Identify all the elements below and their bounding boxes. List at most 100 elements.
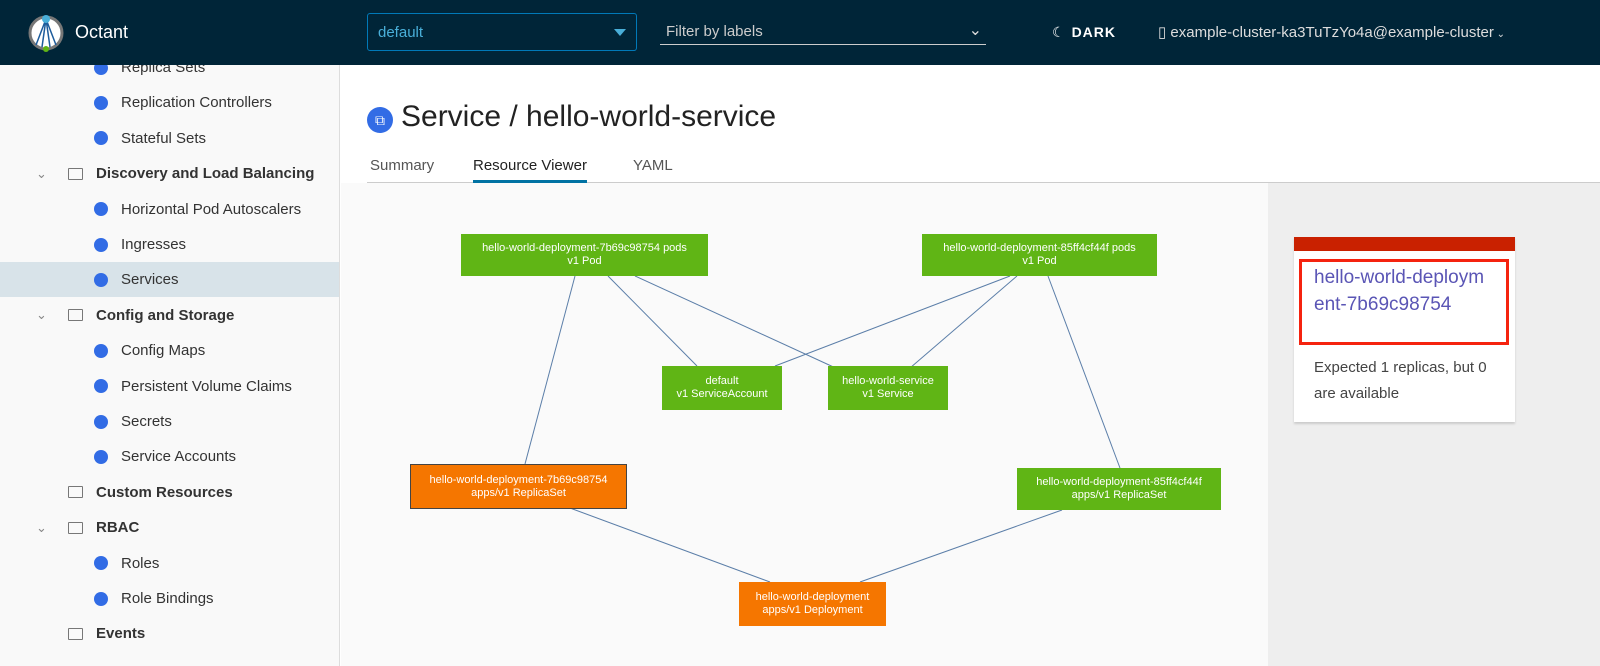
graph-edges — [524, 275, 1121, 583]
chevron-down-icon[interactable]: ⌄ — [36, 165, 47, 181]
edge — [634, 275, 841, 371]
sidebar-item-replication-controllers[interactable]: Replication Controllers — [0, 85, 339, 120]
node-name: hello-world-deployment-85ff4cf44f — [1036, 476, 1202, 488]
folder-icon — [68, 627, 83, 640]
k8s-resource-icon — [94, 449, 108, 464]
sidebar-item-label: Config and Storage — [96, 306, 235, 324]
sidebar-item-label: Stateful Sets — [121, 129, 207, 147]
detail-panel: hello-world-deployment-7b69c98754 Expect… — [1268, 183, 1600, 666]
caret-down-icon — [614, 29, 626, 36]
sidebar-item-label: Role Bindings — [121, 590, 214, 607]
sidebar-item-label: RBAC — [96, 519, 140, 537]
sidebar-item-stateful-sets[interactable]: Stateful Sets — [0, 121, 339, 156]
chevron-down-icon[interactable]: ⌄ — [36, 307, 47, 323]
edge — [607, 275, 698, 367]
detail-message: Expected 1 replicas, but 0 are available — [1314, 359, 1487, 402]
theme-toggle-button[interactable]: ☾ DARK — [1052, 24, 1116, 41]
k8s-resource-icon — [94, 65, 108, 75]
chevron-down-icon: ⌄ — [968, 22, 982, 39]
node-kind: apps/v1 ReplicaSet — [1071, 489, 1167, 501]
tab-yaml[interactable]: YAML — [633, 157, 673, 174]
sidebar-item-services[interactable]: Services — [0, 262, 339, 298]
k8s-resource-icon — [94, 131, 108, 146]
k8s-resource-icon — [94, 272, 108, 287]
node-name: hello-world-deployment-7b69c98754 pods — [482, 242, 687, 254]
node-kind: v1 Pod — [1022, 255, 1057, 267]
sidebar-item-label: Replica Sets — [121, 65, 206, 76]
k8s-resource-icon — [94, 556, 108, 571]
sidebar-item-discovery-and-load-balancing[interactable]: ⌄Discovery and Load Balancing — [0, 156, 339, 191]
sidebar-item-custom-resources[interactable]: Custom Resources — [0, 475, 339, 510]
namespace-value: default — [378, 24, 424, 41]
sidebar-item-role-bindings[interactable]: Role Bindings — [0, 581, 339, 616]
detail-card: hello-world-deployment-7b69c98754 Expect… — [1294, 237, 1515, 422]
sidebar-item-label: Horizontal Pod Autoscalers — [121, 200, 302, 218]
cluster-icon: ▯ — [1158, 24, 1171, 41]
tab-resource-viewer[interactable]: Resource Viewer — [473, 157, 587, 183]
sidebar-item-persistent-volume-claims[interactable]: Persistent Volume Claims — [0, 369, 339, 404]
node-name: hello-world-deployment-85ff4cf44f pods — [943, 242, 1136, 254]
edge — [1047, 275, 1121, 469]
node-name: default — [705, 375, 739, 387]
chevron-down-icon: ⌄ — [1493, 29, 1506, 40]
tab-bar: Summary Resource Viewer YAML — [367, 155, 1600, 183]
sidebar-item-config-and-storage[interactable]: ⌄ Config and Storage — [0, 298, 339, 333]
sidebar-item-label: Roles — [121, 554, 160, 572]
app-brand[interactable]: Octant — [75, 22, 129, 42]
tab-summary[interactable]: Summary — [370, 157, 435, 174]
k8s-resource-icon — [94, 379, 108, 394]
sidebar-item-horizontal-pod-autoscalers[interactable]: Horizontal Pod Autoscalers — [0, 192, 339, 227]
edge — [569, 507, 771, 583]
k8s-resource-icon — [94, 591, 108, 606]
context-selector[interactable]: ▯ example-cluster-ka3TuTzYo4a@example-cl… — [1158, 23, 1505, 41]
sidebar-item-config-maps[interactable]: Config Maps — [0, 333, 339, 368]
k8s-resource-icon — [94, 95, 108, 110]
sidebar-item-label: Config Maps — [121, 342, 206, 360]
sidebar-item-label: Custom Resources — [96, 483, 233, 501]
sidebar-item-label: Events — [96, 625, 146, 643]
k8s-resource-icon — [94, 414, 108, 429]
sidebar-item-replica-sets[interactable]: Replica Sets — [0, 65, 339, 85]
context-label: example-cluster-ka3TuTzYo4a@example-clus… — [1170, 24, 1494, 41]
sidebar-item-label: Replication Controllers — [121, 94, 272, 112]
label-filter-input[interactable]: Filter by labels ⌄ — [660, 18, 986, 45]
edge — [909, 275, 1018, 369]
sidebar-item-label: Services — [121, 271, 179, 289]
sidebar-item-label: Service Accounts — [121, 448, 237, 466]
namespace-select[interactable]: default — [367, 13, 637, 51]
page-title: Service / hello-world-service — [401, 100, 777, 133]
sidebar-item-ingresses[interactable]: Ingresses — [0, 227, 339, 262]
sidebar-item-events[interactable]: Events — [0, 616, 339, 651]
chevron-down-icon[interactable]: ⌄ — [36, 519, 47, 535]
sidebar-item-label: Ingresses — [121, 236, 187, 253]
sidebar-item-roles[interactable]: Roles — [0, 546, 339, 581]
node-name: hello-world-deployment — [755, 591, 870, 603]
node-kind: v1 Pod — [567, 255, 602, 267]
node-name: hello-world-service — [842, 375, 934, 387]
k8s-resource-icon — [94, 343, 108, 358]
edge — [859, 509, 1063, 583]
node-kind: v1 Service — [862, 388, 914, 400]
edge — [774, 275, 1011, 367]
moon-icon: ☾ — [1052, 24, 1066, 40]
folder-icon — [68, 167, 83, 180]
sidebar-item-service-accounts[interactable]: Service Accounts — [0, 439, 339, 474]
service-icon: ⧉ — [367, 107, 393, 133]
sidebar-item-secrets[interactable]: Secrets — [0, 404, 339, 439]
filter-placeholder: Filter by labels — [666, 23, 763, 40]
node-kind: apps/v1 ReplicaSet — [471, 486, 566, 499]
node-kind: apps/v1 Deployment — [762, 604, 863, 616]
detail-title-link[interactable]: hello-world-deployment-7b69c98754 — [1299, 259, 1509, 345]
sidebar-item-rbac[interactable]: ⌄ RBAC — [0, 510, 339, 545]
k8s-resource-icon — [94, 202, 108, 217]
theme-label: DARK — [1071, 24, 1117, 40]
